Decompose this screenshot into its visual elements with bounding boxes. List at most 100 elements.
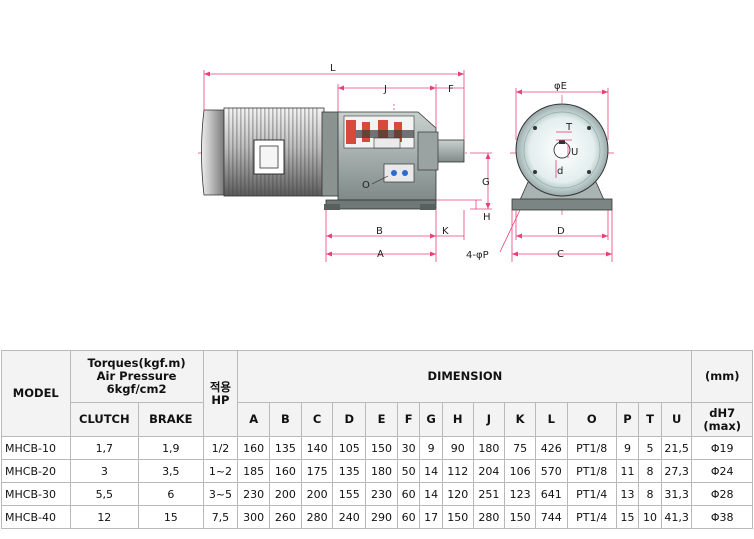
technical-drawing: L J F O G H B K A 4-φP φE T U d D C bbox=[198, 63, 616, 262]
dim-label-F: F bbox=[448, 84, 454, 95]
cell-dim-H: 150 bbox=[441, 505, 474, 529]
cell-dim-A: 185 bbox=[237, 459, 271, 483]
cell-dim-H: 112 bbox=[441, 459, 474, 483]
cell-hp: 7,5 bbox=[202, 505, 239, 529]
header-dim-F: F bbox=[396, 402, 421, 437]
table-row: MHCB-20 3 3,5 1~2 185 160 175 135 180 50… bbox=[1, 459, 753, 483]
dim-label-U: U bbox=[571, 147, 578, 158]
cell-clutch: 5,5 bbox=[69, 482, 140, 506]
cell-dim-T: 8 bbox=[638, 459, 662, 483]
cell-dim-A: 160 bbox=[237, 436, 271, 460]
cell-clutch: 1,7 bbox=[69, 436, 140, 460]
side-view bbox=[198, 70, 492, 262]
cell-hp: 3~5 bbox=[202, 482, 239, 506]
cell-dim-L: 744 bbox=[534, 505, 568, 529]
cell-dim-U: 41,3 bbox=[660, 505, 693, 529]
cell-dim-B: 200 bbox=[269, 482, 302, 506]
spec-table: MODEL Torques(kgf.m) Air Pressure 6kgf/c… bbox=[1, 350, 753, 529]
cell-dim-T: 5 bbox=[638, 436, 662, 460]
cell-dim-K: 106 bbox=[504, 459, 536, 483]
cell-dim-C: 175 bbox=[300, 459, 334, 483]
header-clutch: CLUTCH bbox=[69, 402, 140, 437]
cell-dh7: Φ38 bbox=[691, 505, 753, 529]
cell-dim-A: 300 bbox=[237, 505, 271, 529]
cell-dh7: Φ24 bbox=[691, 459, 753, 483]
cell-dim-C: 140 bbox=[300, 436, 334, 460]
header-unit: (mm) bbox=[691, 350, 753, 403]
header-dim-P: P bbox=[615, 402, 640, 437]
cell-dim-H: 90 bbox=[441, 436, 474, 460]
header-torques: Torques(kgf.m) Air Pressure 6kgf/cm2 bbox=[69, 350, 204, 403]
dim-label-D: D bbox=[557, 226, 565, 237]
header-dim-L: L bbox=[534, 402, 568, 437]
cell-brake: 1,9 bbox=[138, 436, 204, 460]
cell-dim-F: 50 bbox=[396, 459, 421, 483]
header-dim-U: U bbox=[660, 402, 693, 437]
table-row: MHCB-40 12 15 7,5 300 260 280 240 290 60… bbox=[1, 505, 753, 529]
cell-dim-J: 180 bbox=[472, 436, 506, 460]
dim-label-E: φE bbox=[554, 81, 567, 92]
cell-dim-E: 150 bbox=[365, 436, 398, 460]
table-row: MHCB-30 5,5 6 3~5 230 200 200 155 230 60… bbox=[1, 482, 753, 506]
header-hp: 적용 HP bbox=[202, 350, 239, 437]
header-dh7: dH7 (max) bbox=[691, 402, 753, 437]
cell-brake: 15 bbox=[138, 505, 204, 529]
dim-label-O: O bbox=[362, 180, 370, 191]
cell-dim-K: 123 bbox=[504, 482, 536, 506]
cell-dim-L: 641 bbox=[534, 482, 568, 506]
dim-label-L: L bbox=[330, 63, 336, 74]
header-dim-E: E bbox=[365, 402, 398, 437]
cell-dim-P: 13 bbox=[615, 482, 640, 506]
cell-dim-F: 30 bbox=[396, 436, 421, 460]
cell-dim-P: 15 bbox=[615, 505, 640, 529]
cell-dim-L: 426 bbox=[534, 436, 568, 460]
cell-dim-B: 160 bbox=[269, 459, 302, 483]
cell-dim-O: PT1/8 bbox=[566, 459, 617, 483]
dim-label-H: H bbox=[483, 212, 491, 223]
dim-label-C: C bbox=[557, 249, 564, 260]
cell-dim-C: 200 bbox=[300, 482, 334, 506]
cell-dim-G: 14 bbox=[419, 482, 443, 506]
cell-dim-H: 120 bbox=[441, 482, 474, 506]
cell-clutch: 12 bbox=[69, 505, 140, 529]
cell-model: MHCB-30 bbox=[1, 482, 71, 506]
cell-dim-B: 135 bbox=[269, 436, 302, 460]
cell-dim-K: 75 bbox=[504, 436, 536, 460]
cell-dim-P: 9 bbox=[615, 436, 640, 460]
header-brake: BRAKE bbox=[138, 402, 204, 437]
cell-brake: 3,5 bbox=[138, 459, 204, 483]
cell-model: MHCB-40 bbox=[1, 505, 71, 529]
cell-dim-J: 251 bbox=[472, 482, 506, 506]
cell-hp: 1/2 bbox=[202, 436, 239, 460]
cell-brake: 6 bbox=[138, 482, 204, 506]
cell-dim-O: PT1/4 bbox=[566, 482, 617, 506]
cell-dim-T: 10 bbox=[638, 505, 662, 529]
cell-dim-E: 230 bbox=[365, 482, 398, 506]
dim-label-T: T bbox=[565, 122, 573, 133]
cell-dim-U: 21,5 bbox=[660, 436, 693, 460]
dim-label-B: B bbox=[376, 226, 383, 237]
cell-dim-D: 240 bbox=[332, 505, 367, 529]
dim-label-P: 4-φP bbox=[466, 250, 489, 261]
cell-dim-K: 150 bbox=[504, 505, 536, 529]
cell-model: MHCB-10 bbox=[1, 436, 71, 460]
header-dim-O: O bbox=[566, 402, 617, 437]
cell-dim-J: 204 bbox=[472, 459, 506, 483]
cell-dim-G: 9 bbox=[419, 436, 443, 460]
cell-dim-A: 230 bbox=[237, 482, 271, 506]
dim-label-K: K bbox=[442, 226, 449, 237]
table-row: MHCB-10 1,7 1,9 1/2 160 135 140 105 150 … bbox=[1, 436, 753, 460]
cell-dim-B: 260 bbox=[269, 505, 302, 529]
cell-dim-U: 27,3 bbox=[660, 459, 693, 483]
cell-dim-T: 8 bbox=[638, 482, 662, 506]
cell-dim-D: 155 bbox=[332, 482, 367, 506]
cell-dh7: Φ28 bbox=[691, 482, 753, 506]
cell-dim-F: 60 bbox=[396, 505, 421, 529]
cell-dim-G: 14 bbox=[419, 459, 443, 483]
cell-dim-E: 290 bbox=[365, 505, 398, 529]
header-dim-H: H bbox=[441, 402, 474, 437]
cell-dim-C: 280 bbox=[300, 505, 334, 529]
header-dim-A: A bbox=[237, 402, 271, 437]
cell-clutch: 3 bbox=[69, 459, 140, 483]
cell-dim-P: 11 bbox=[615, 459, 640, 483]
